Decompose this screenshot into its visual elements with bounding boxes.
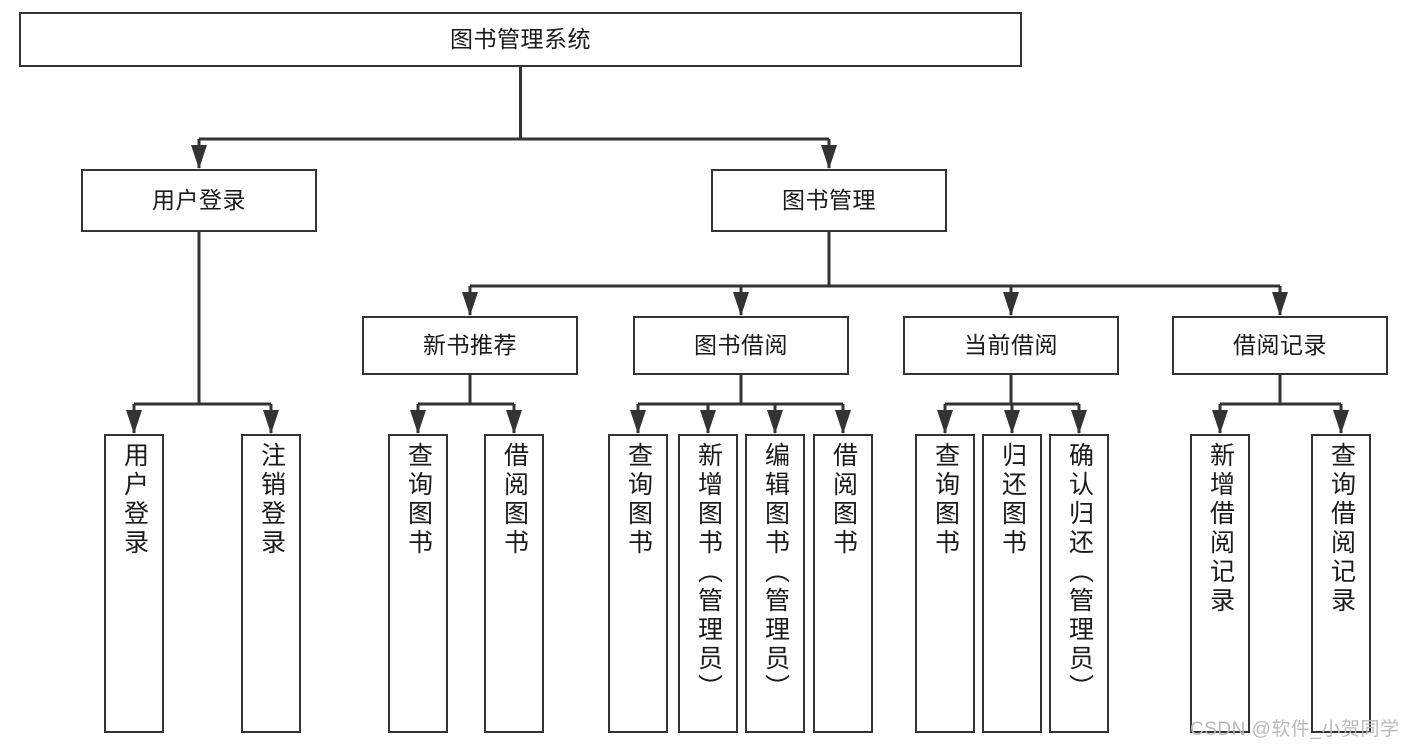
- node-leaf-cur-query[interactable]: 查询图书: [915, 434, 975, 733]
- node-label: 当前借阅: [964, 331, 1058, 358]
- arrowhead-leaf-cur-confirm: [1071, 410, 1087, 434]
- arrowhead-leaf-user-logout: [263, 410, 279, 434]
- node-label: 新增图书（管理员）: [694, 442, 723, 703]
- node-leaf-user-login[interactable]: 用户登录: [104, 434, 164, 733]
- node-label: 用户登录: [152, 186, 246, 213]
- node-leaf-rec-query-record[interactable]: 查询借阅记录: [1311, 434, 1371, 733]
- node-leaf-rec-borrow[interactable]: 借阅图书: [484, 434, 544, 733]
- arrowhead-user-login: [191, 145, 207, 169]
- node-label: 查询图书: [931, 442, 960, 558]
- arrowhead-leaf-rec-query-record: [1333, 410, 1349, 434]
- arrowhead-leaf-rec-borrow: [506, 410, 522, 434]
- node-label: 图书管理系统: [450, 25, 591, 52]
- node-leaf-rec-add[interactable]: 新增借阅记录: [1190, 434, 1250, 733]
- node-current-borrow[interactable]: 当前借阅: [903, 316, 1119, 375]
- node-book-borrow[interactable]: 图书借阅: [633, 316, 849, 375]
- node-leaf-borrow-query[interactable]: 查询图书: [608, 434, 668, 733]
- node-leaf-user-logout[interactable]: 注销登录: [241, 434, 301, 733]
- node-leaf-cur-confirm[interactable]: 确认归还（管理员）: [1049, 434, 1109, 733]
- node-label: 查询图书: [624, 442, 653, 558]
- node-label: 图书借阅: [694, 331, 788, 358]
- arrowhead-book-manage: [821, 145, 837, 169]
- arrowhead-leaf-borrow-query: [630, 410, 646, 434]
- node-book-manage[interactable]: 图书管理: [711, 169, 947, 232]
- arrowhead-leaf-borrow-edit: [767, 410, 783, 434]
- arrowhead-new-book-rec: [462, 292, 478, 316]
- node-label: 新增借阅记录: [1206, 442, 1235, 616]
- arrowhead-leaf-borrow-do: [835, 410, 851, 434]
- node-label: 借阅图书: [500, 442, 529, 558]
- node-leaf-cur-return[interactable]: 归还图书: [982, 434, 1042, 733]
- node-user-login[interactable]: 用户登录: [81, 169, 317, 232]
- arrowhead-leaf-borrow-add: [700, 410, 716, 434]
- arrowhead-leaf-rec-add: [1212, 410, 1228, 434]
- node-label: 新书推荐: [423, 331, 517, 358]
- node-borrow-record[interactable]: 借阅记录: [1172, 316, 1388, 375]
- node-label: 查询图书: [404, 442, 433, 558]
- node-label: 借阅记录: [1233, 331, 1327, 358]
- csdn-watermark: CSDN @软件_小贺同学: [1190, 719, 1400, 740]
- node-label: 借阅图书: [829, 442, 858, 558]
- node-root[interactable]: 图书管理系统: [19, 12, 1022, 67]
- node-label: 注销登录: [257, 442, 286, 558]
- arrowhead-borrow-record: [1272, 292, 1288, 316]
- node-leaf-rec-query[interactable]: 查询图书: [388, 434, 448, 733]
- arrowhead-leaf-cur-query: [937, 410, 953, 434]
- arrowhead-current-borrow: [1003, 292, 1019, 316]
- arrowhead-leaf-user-login: [126, 410, 142, 434]
- node-label: 归还图书: [998, 442, 1027, 558]
- node-label: 图书管理: [782, 186, 876, 213]
- node-leaf-borrow-add[interactable]: 新增图书（管理员）: [678, 434, 738, 733]
- node-leaf-borrow-edit[interactable]: 编辑图书（管理员）: [745, 434, 805, 733]
- arrowhead-leaf-cur-return: [1004, 410, 1020, 434]
- node-label: 确认归还（管理员）: [1065, 442, 1094, 703]
- arrowhead-leaf-rec-query: [410, 410, 426, 434]
- node-new-book-rec[interactable]: 新书推荐: [362, 316, 578, 375]
- node-label: 编辑图书（管理员）: [761, 442, 790, 703]
- arrowhead-book-borrow: [733, 292, 749, 316]
- node-label: 查询借阅记录: [1327, 442, 1356, 616]
- node-label: 用户登录: [120, 442, 149, 558]
- node-leaf-borrow-do[interactable]: 借阅图书: [813, 434, 873, 733]
